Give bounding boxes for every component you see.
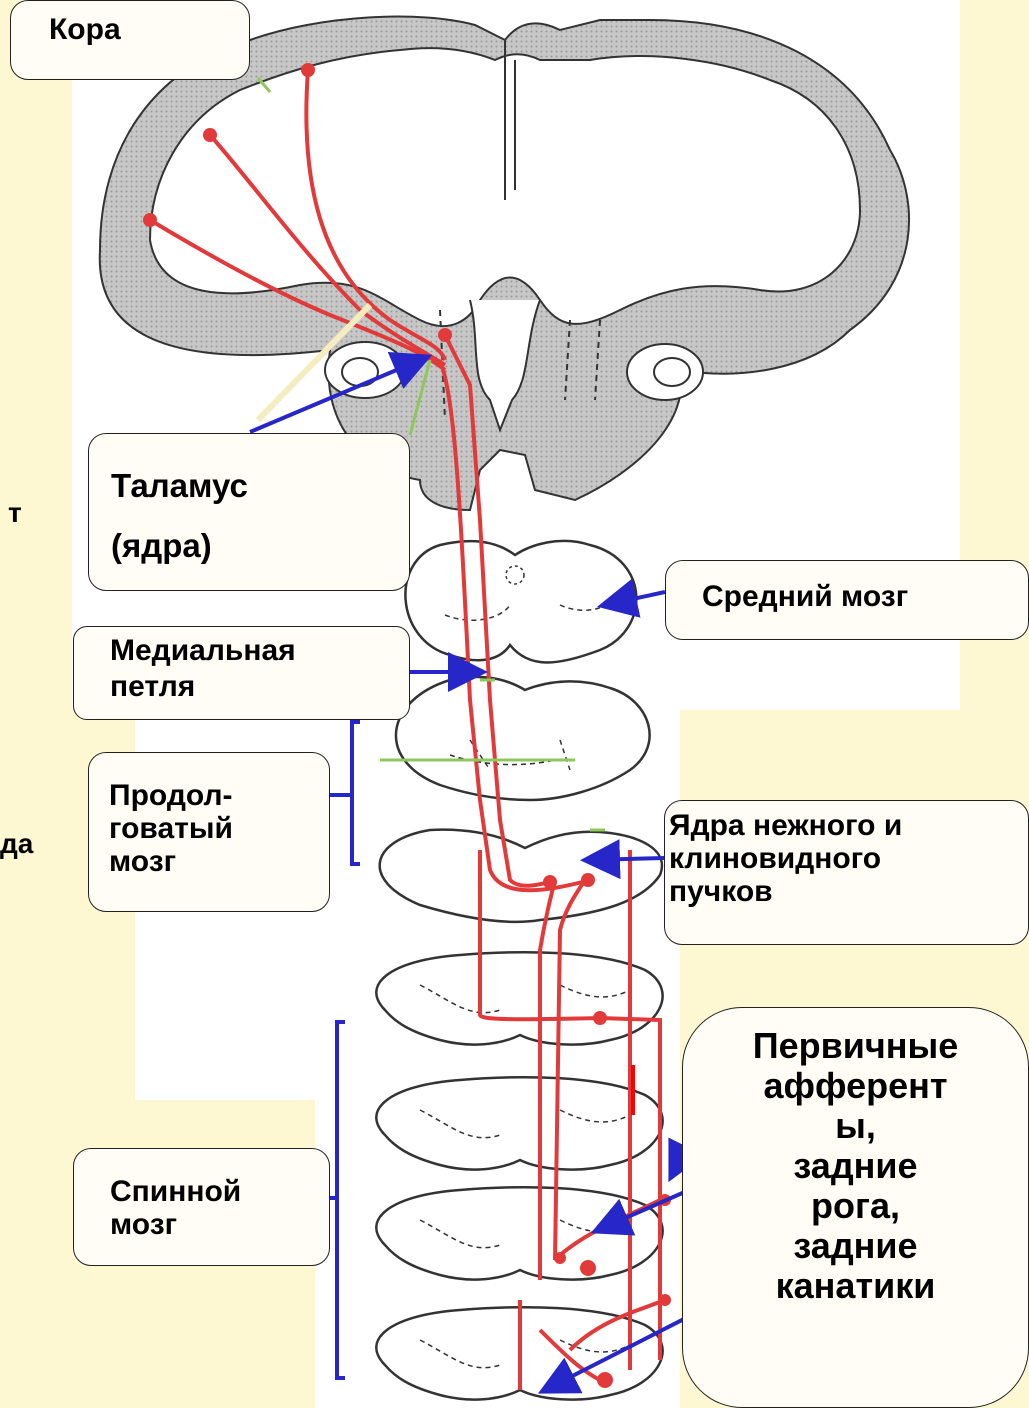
primary-afferents-label-line2: афферент [683, 1066, 1028, 1106]
nuclei-callout: Ядра нежного и клиновидного пучков [664, 800, 1029, 945]
primary-afferents-label-line1: Первичные [683, 1026, 1028, 1066]
midbrain-label: Средний мозг [702, 579, 1028, 615]
thalamus-label-line1: Таламус [111, 456, 409, 516]
medulla-section [380, 830, 662, 922]
spinal-cord-callout: Спинной мозг [73, 1148, 330, 1266]
primary-afferents-callout: Первичные афферент ы, задние рога, задни… [682, 1007, 1029, 1408]
medulla-callout: Продол- говатый мозг [88, 752, 330, 912]
brackets [328, 722, 360, 1378]
left-edge-fragment-2: да [0, 828, 33, 860]
spinal-cord-label-line2: мозг [110, 1208, 329, 1241]
nuclei-label-line1: Ядра нежного и [669, 809, 1028, 842]
spinal-cord-label-line1: Спинной [110, 1175, 329, 1208]
medial-lemniscus-callout: Медиальная петля [73, 626, 410, 720]
thalamus-callout: Таламус (ядра) [88, 433, 410, 591]
medulla-label-line3: мозг [109, 845, 329, 878]
nuclei-label-line2: клиновидного [669, 842, 1028, 875]
nuclei-label-line3: пучков [669, 875, 1028, 908]
primary-afferents-label-line4: задние [683, 1146, 1028, 1186]
medulla-label-line2: говатый [109, 812, 329, 845]
midbrain-section [405, 541, 636, 663]
left-edge-fragment-1: т [8, 497, 22, 529]
primary-afferents-label-line5: рога, [683, 1186, 1028, 1226]
pons-section [396, 677, 650, 800]
primary-afferents-label-line6: задние [683, 1226, 1028, 1266]
primary-afferents-label-line7: канатики [683, 1266, 1028, 1306]
thalamus-label-line2: (ядра) [111, 516, 409, 576]
medulla-label-line1: Продол- [109, 779, 329, 812]
medial-lemniscus-label-line1: Медиальная [110, 633, 409, 669]
cortex-callout: Кора [10, 0, 250, 80]
cortex-label: Кора [49, 13, 249, 47]
medial-lemniscus-label-line2: петля [110, 669, 409, 705]
primary-afferents-label-line3: ы, [683, 1106, 1028, 1146]
putamen-right-inner [654, 358, 690, 386]
midbrain-callout: Средний мозг [665, 560, 1029, 640]
